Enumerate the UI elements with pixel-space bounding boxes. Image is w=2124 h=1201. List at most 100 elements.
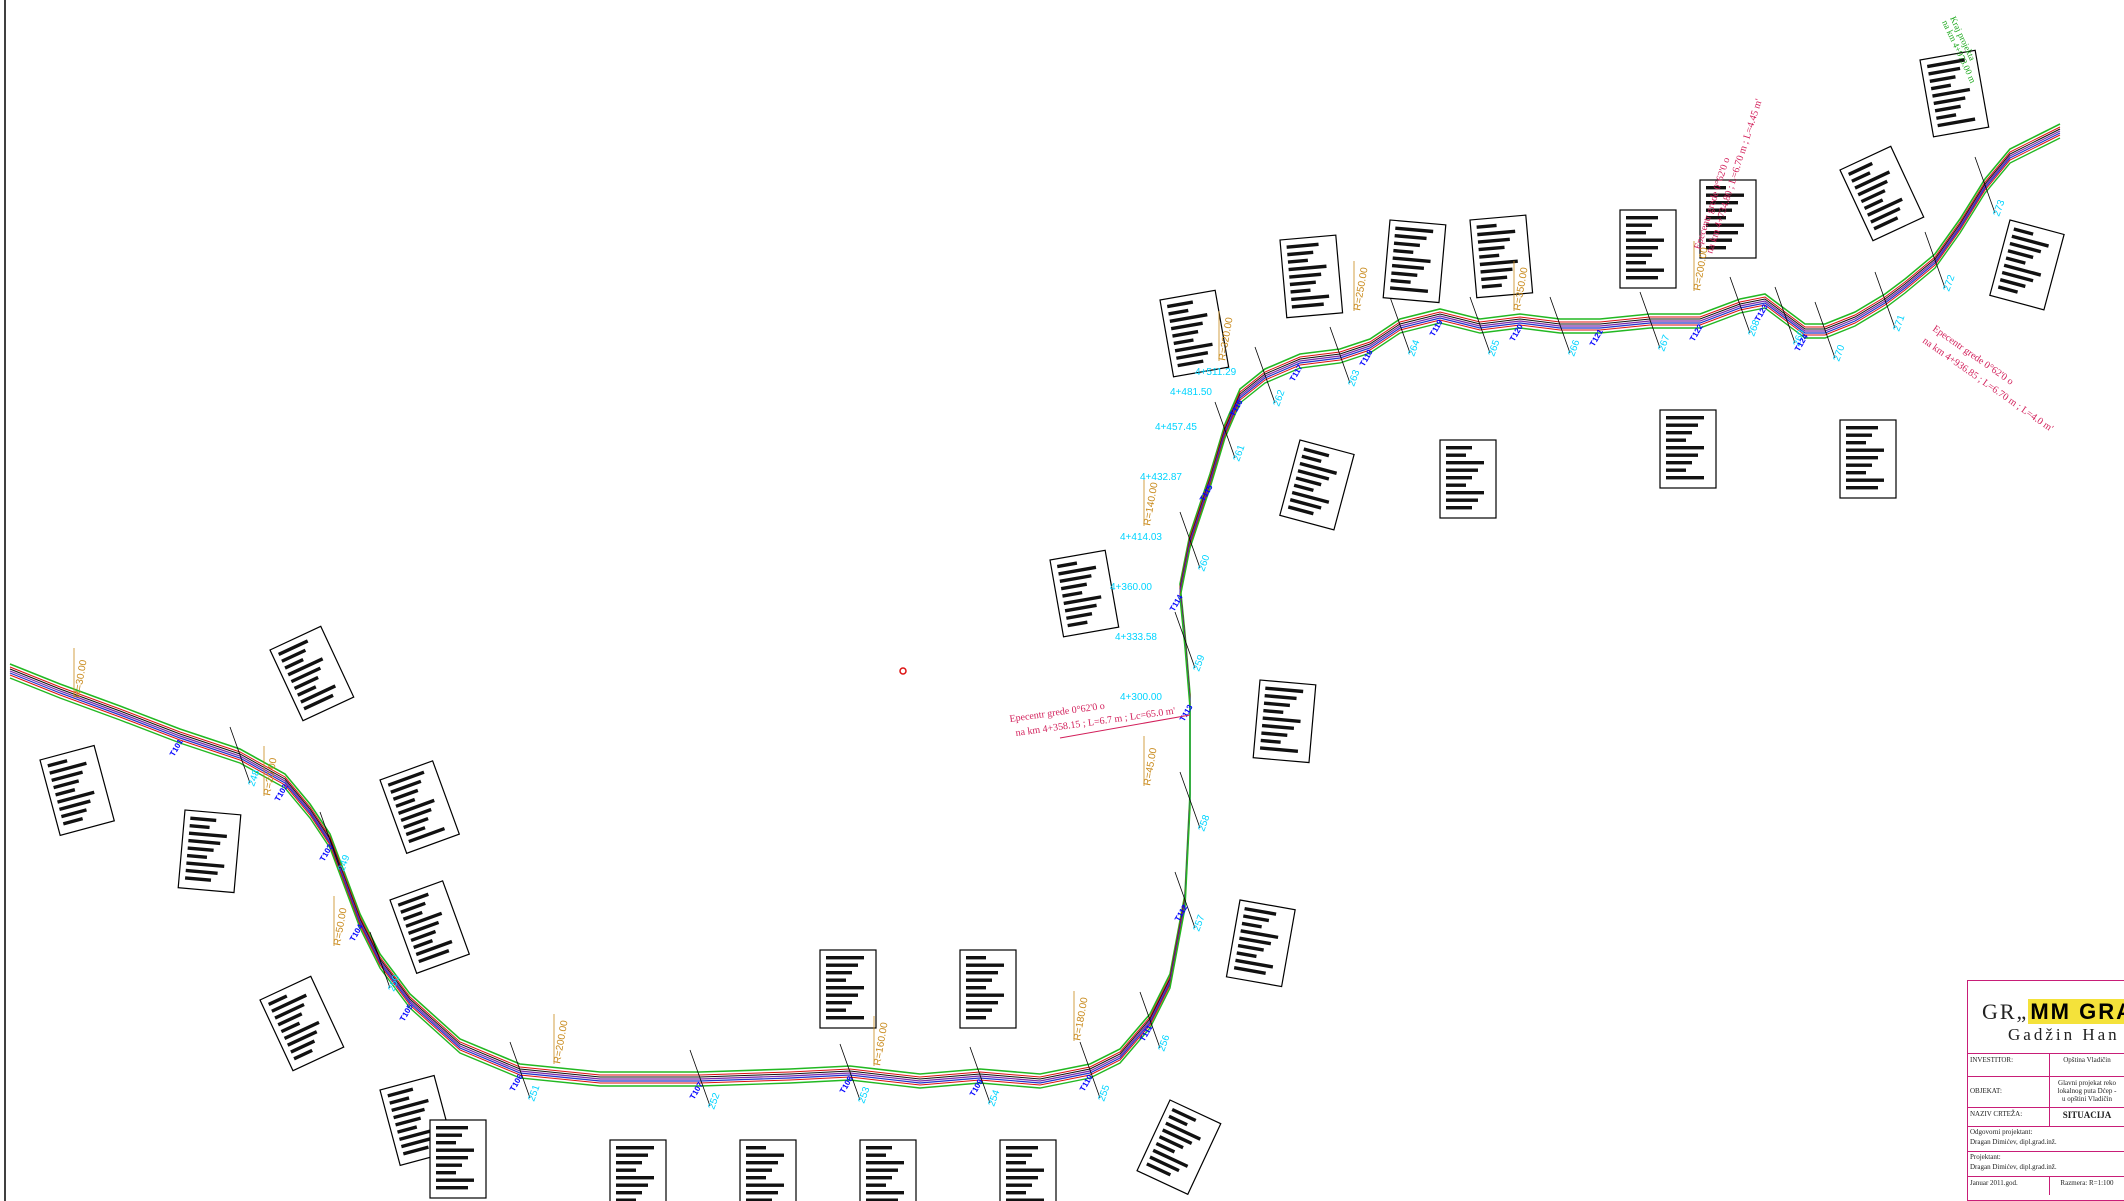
curve-element-box-row: [55, 788, 76, 797]
objekat-line: Glavni projekat reko: [2058, 1079, 2116, 1087]
curve-element-box-row: [1286, 242, 1319, 249]
curve-element-box-row: [58, 799, 91, 811]
radius-label: R=180.00: [1072, 996, 1090, 1041]
curve-element-box-row: [746, 1198, 772, 1201]
curve-element-box-row: [1172, 329, 1199, 338]
title-row-value: SITUACIJA: [2062, 1110, 2112, 1120]
curve-element-box-row: [1166, 300, 1194, 309]
curve-element-box-row: [2003, 263, 2042, 277]
curve-element-box-row: [1393, 241, 1421, 248]
curve-element-box-row: [293, 1048, 313, 1061]
curve-element-box-row: [1392, 256, 1431, 264]
curve-element-box: [999, 1139, 1057, 1201]
profile-label: 263: [1346, 368, 1362, 388]
curve-element-box-row: [1058, 565, 1097, 576]
curve-element-box-row: [1060, 582, 1088, 591]
curve-element-box-row: [1706, 193, 1744, 197]
curve-element-box-row: [1176, 351, 1209, 360]
curve-element-box-row: [1155, 1141, 1176, 1154]
curve-element-box: [1619, 209, 1677, 289]
curve-element-box-row: [1290, 288, 1311, 294]
curve-element-box-row: [1297, 469, 1330, 481]
profile-tick: [1774, 286, 1796, 344]
curve-element-box-row: [1846, 463, 1872, 467]
firm-logo-mark: MM GRADNJ: [2028, 999, 2124, 1024]
profile-label: 264: [1406, 338, 1422, 358]
station-label: 4+414.03: [1120, 532, 1162, 543]
curve-element-box-row: [1261, 723, 1295, 731]
curve-element-box-row: [1846, 486, 1878, 490]
tangent-point-label: T115: [1198, 483, 1215, 503]
radius-label: R=50.00: [332, 907, 350, 947]
curve-element-box-row: [1860, 189, 1886, 204]
curve-element-box-row: [1006, 1176, 1038, 1180]
curve-element-box-row: [387, 770, 425, 787]
curve-element-box-row: [1626, 223, 1652, 227]
profile-tick: [1254, 346, 1276, 404]
curve-element-box-row: [400, 901, 426, 914]
curve-element-box-row: [1236, 951, 1257, 959]
title-row-investitor: INVESTITOR: Opština Vladičin: [1968, 1054, 2124, 1077]
curve-element-box-frame: [959, 949, 1017, 1029]
curve-element-box-row: [1064, 603, 1097, 613]
curve-element-box-row: [1168, 308, 1189, 316]
profile-tick: [1174, 611, 1196, 669]
profile-label: 273: [1991, 198, 2007, 218]
profile-tick: [1729, 276, 1751, 334]
curve-element-box-row: [1056, 561, 1078, 569]
title-row-key: Januar 2011.god.: [1968, 1177, 2050, 1195]
curve-element-box-row: [277, 1012, 303, 1027]
radius-label: R=30.00: [72, 659, 90, 699]
curve-element-box-row: [1394, 233, 1427, 241]
curve-element-box-row: [286, 1030, 318, 1047]
curve-element-box-row: [1932, 87, 1971, 98]
curve-element-box-row: [616, 1168, 636, 1172]
firm-subtitle: Gadžin Han: [2008, 1025, 2120, 1044]
curve-element-box-row: [1626, 268, 1664, 272]
curve-element-box-row: [389, 1096, 410, 1105]
curve-element-box-row: [267, 994, 288, 1006]
curve-element-box-row: [1260, 738, 1281, 744]
curve-element-box-row: [966, 978, 992, 982]
profile-tick: [1549, 296, 1571, 354]
curve-element-box-row: [1289, 498, 1322, 510]
curve-element-box-row: [966, 1001, 998, 1005]
curve-element-box-row: [393, 1107, 425, 1120]
curve-element-box-row: [1237, 943, 1264, 952]
curve-element-box-row: [1999, 278, 2026, 289]
curve-element-box-row: [274, 1002, 305, 1020]
curve-element-box-row: [2009, 241, 2042, 254]
curve-element-box-row: [1006, 1153, 1032, 1157]
objekat-line: lokalnog puta Dćep -: [2057, 1087, 2117, 1095]
curve-element-box-row: [436, 1171, 456, 1175]
curve-element-box-row: [1233, 966, 1266, 975]
curve-element-box-row: [1301, 454, 1322, 464]
curve-element-box-row: [1063, 595, 1102, 606]
curve-element-box-row: [186, 861, 225, 869]
curve-element-box: [1159, 289, 1230, 378]
curve-element-box-row: [826, 993, 858, 997]
curve-element-box-row: [2011, 234, 2050, 248]
curve-element-box-row: [616, 1198, 636, 1201]
red-annotation-right: Epecentr grede 0°62'0 o na km 4+936.85 ;…: [1920, 323, 2055, 434]
curve-element-box-row: [189, 823, 210, 830]
curve-element-box-row: [826, 1008, 846, 1012]
curve-element-box: [1839, 145, 1925, 242]
curve-element-box: [1699, 179, 1757, 259]
profile-label: 266: [1566, 338, 1582, 358]
profile-tick: [1174, 871, 1196, 929]
road-line-4: [9, 132, 2061, 1084]
red-annotation-line: na km 4+936.85 ; L=6.70 m ; L=4.0 m': [1920, 335, 2055, 434]
curve-element-box-row: [284, 658, 304, 670]
curve-element-box-row: [1477, 237, 1510, 244]
curve-element-box-row: [826, 971, 852, 975]
curve-element-box-row: [826, 963, 858, 967]
curve-element-box: [1225, 899, 1296, 988]
title-row-key: Dragan Dimićev, dipl.grad.inž.: [1970, 1163, 2057, 1171]
curve-element-box-row: [1259, 746, 1299, 753]
curve-element-box-row: [1706, 231, 1738, 235]
curve-element-box-row: [1870, 206, 1901, 224]
curve-element-box: [739, 1139, 797, 1201]
curve-element-box: [259, 975, 345, 1072]
curve-element-box-row: [966, 956, 986, 960]
